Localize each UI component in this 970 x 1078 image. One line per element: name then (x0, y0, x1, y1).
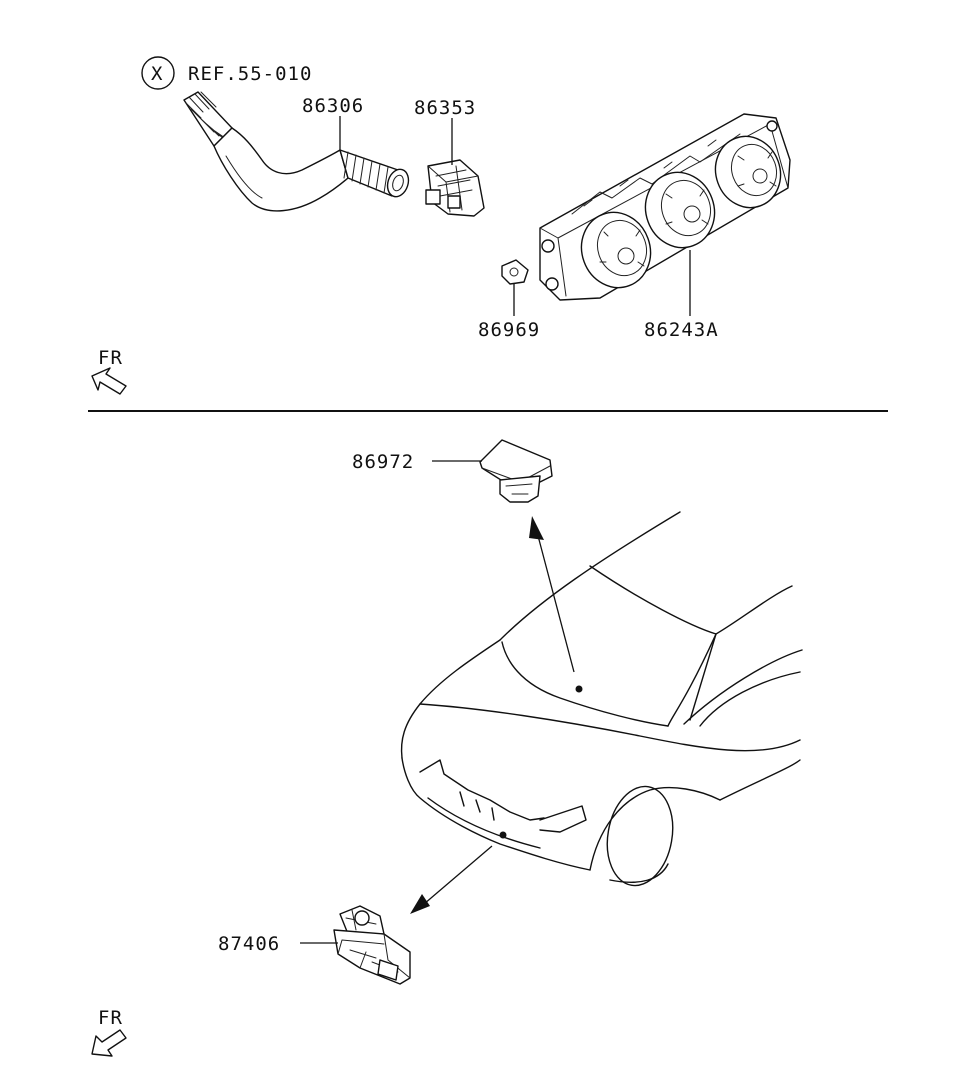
part-number-connector-top: 86353 (414, 97, 476, 119)
part-number-hose: 86306 (302, 95, 364, 117)
reference-callout: X REF.55-010 (141, 56, 312, 90)
part-number-clip: 86969 (478, 319, 540, 341)
clip-part-drawing (501, 259, 529, 285)
hood-sensor-part-drawing (479, 439, 553, 503)
bumper-sensor-location-arrow (410, 845, 493, 914)
reference-symbol: X (151, 63, 163, 85)
part-number-hood-sensor: 86972 (352, 451, 414, 473)
front-direction-indicator-top: FR (91, 347, 127, 395)
bumper-sensor-part-drawing (333, 905, 411, 985)
front-label-bottom: FR (98, 1007, 123, 1029)
hose-part-drawing (183, 91, 410, 212)
connector-part-drawing (425, 159, 485, 217)
front-arrow-icon-bottom (91, 1029, 127, 1057)
control-panel-part-drawing (539, 113, 791, 301)
vehicle-outline-drawing (400, 511, 803, 887)
part-number-bumper-sensor: 87406 (218, 933, 280, 955)
hood-sensor-location-arrow (529, 516, 575, 673)
front-direction-indicator-bottom: FR (91, 1007, 127, 1057)
front-label-top: FR (98, 347, 123, 369)
front-arrow-icon-top (91, 367, 127, 395)
reference-circle-icon (141, 56, 175, 90)
reference-label: REF.55-010 (188, 63, 312, 85)
part-number-control-panel: 86243A (644, 319, 719, 341)
